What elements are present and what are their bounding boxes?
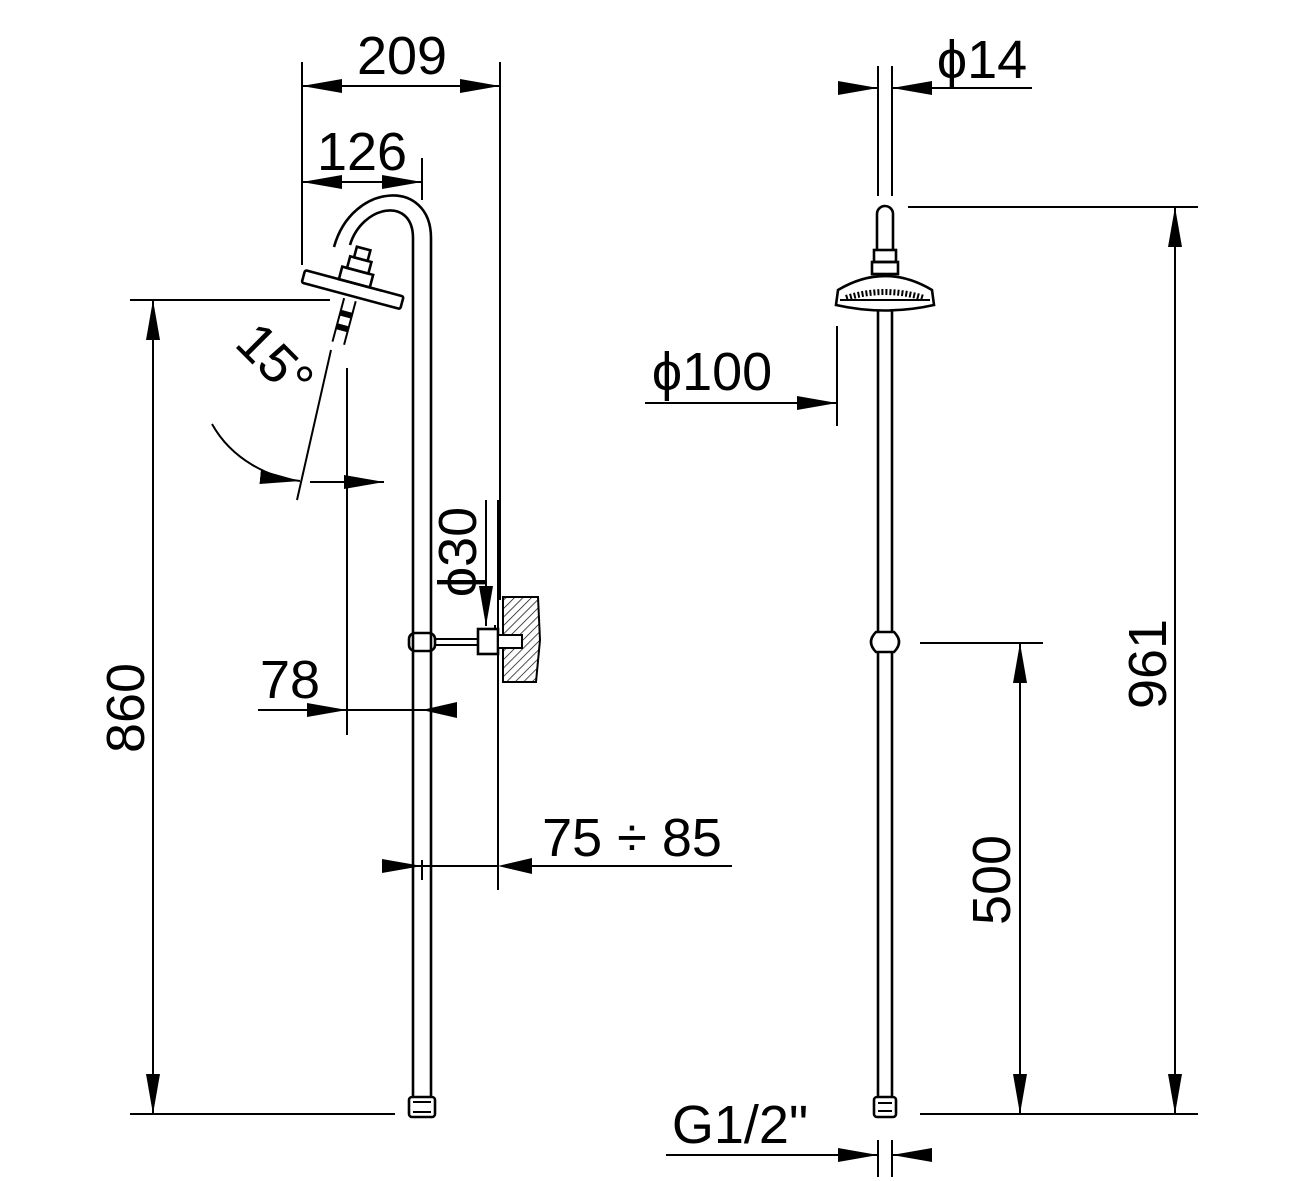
dim-text-860: 860 [96,663,156,753]
dimension-phi30: ϕ30 [428,500,493,626]
dimension-209: 209 [301,26,501,600]
side-view: 209 126 15° 860 78 [96,26,732,1119]
dimension-961: 961 [908,206,1198,1115]
shower-column-side [332,194,437,1119]
shower-column-front [834,204,936,1119]
dim-text-phi30: ϕ30 [428,507,488,597]
wall-bracket [407,625,523,656]
dimension-500: 500 [920,642,1043,1114]
dim-text-angle: 15° [225,311,325,411]
dim-text-75-85: 75 ÷ 85 [542,808,722,868]
dim-text-phi100: ϕ100 [652,342,772,402]
dimension-g12: G1/2" [666,1095,932,1177]
dim-text-phi14: ϕ14 [937,30,1027,90]
dim-text-209: 209 [357,26,447,86]
dim-text-961: 961 [1118,619,1178,709]
dimension-78: 78 [258,650,457,718]
dimension-75-85: 75 ÷ 85 [382,808,732,880]
dimension-126: 126 [302,122,423,200]
dimension-phi100: ϕ100 [645,326,838,426]
front-view: ϕ14 ϕ100 961 500 G1/2" [645,30,1198,1177]
dim-text-78: 78 [260,650,320,710]
wall-section [497,500,542,890]
dimension-phi14: ϕ14 [838,30,1032,196]
dimension-860: 860 [96,299,395,1115]
dim-text-g12: G1/2" [672,1095,808,1155]
shower-head-side [300,245,405,346]
dim-text-500: 500 [962,835,1022,925]
dim-text-126: 126 [317,122,407,182]
